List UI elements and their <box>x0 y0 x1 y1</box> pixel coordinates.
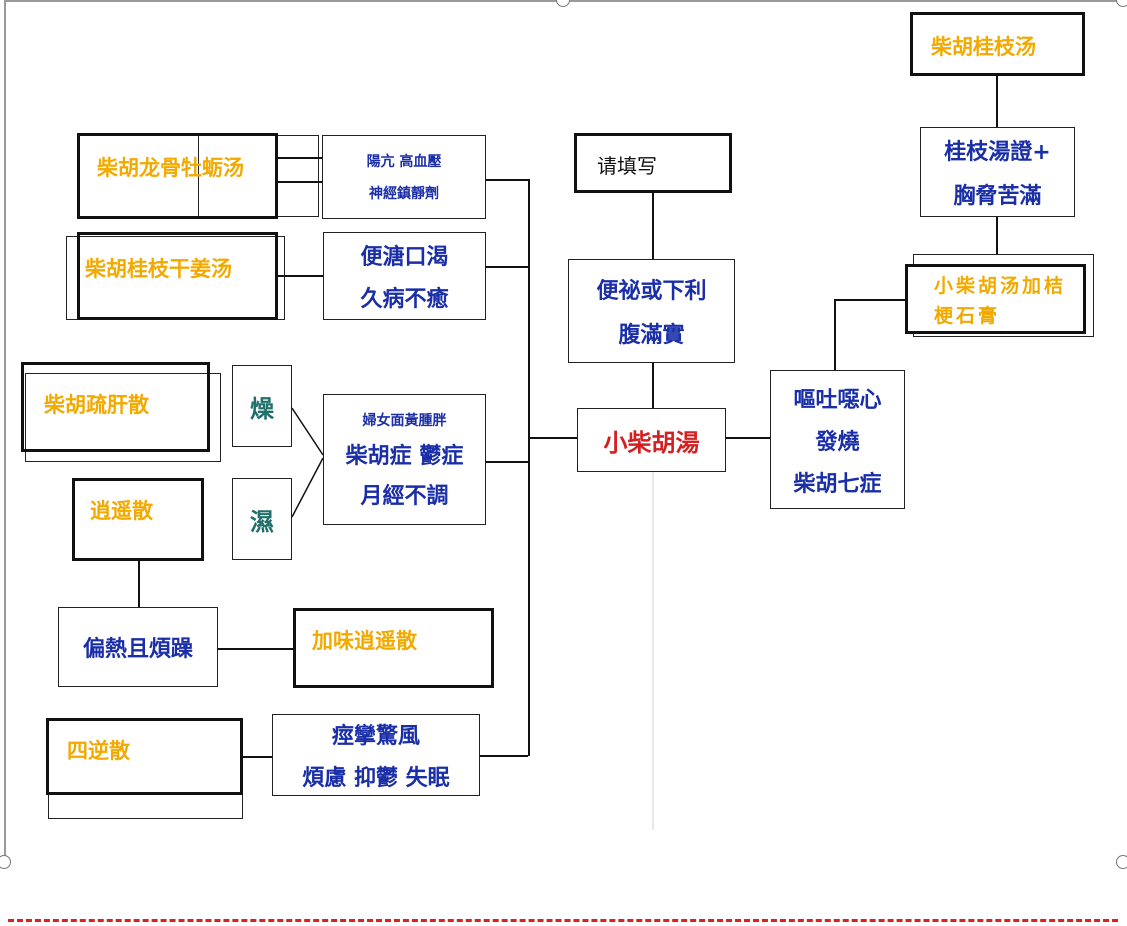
spasm-line-2: 煩慮 抑鬱 失眠 <box>302 766 450 791</box>
resize-handle-corner[interactable] <box>1116 0 1127 7</box>
connector-dry <box>291 407 324 456</box>
dry-label: 燥 <box>250 394 274 423</box>
connector <box>486 266 528 268</box>
connector <box>278 275 323 277</box>
connector <box>480 755 528 757</box>
formula-xiaoyao: 逍遥散 <box>90 499 153 523</box>
spasm-box[interactable]: 痙攣驚風 煩慮 抑鬱 失眠 <box>272 714 480 796</box>
yang-kang-line-2: 神經鎮靜劑 <box>369 186 439 202</box>
yang-kang-line-1: 陽亢 高血壓 <box>366 154 442 170</box>
connector <box>996 217 998 265</box>
constipation-line-1: 便祕或下利 <box>596 279 707 304</box>
vomit-box[interactable]: 嘔吐噁心 發燒 柴胡七症 <box>770 370 905 509</box>
formula-jiawei: 加味逍遥散 <box>312 629 417 653</box>
fill-in-label: 请填写 <box>597 154 657 178</box>
guizhi-symptom-line-2: 胸脅苦滿 <box>953 184 1042 209</box>
resize-handle-right[interactable] <box>1116 855 1127 869</box>
formula-guizhi-ganjiang: 柴胡桂枝干姜汤 <box>85 257 232 281</box>
center-node[interactable]: 小柴胡湯 <box>577 408 726 472</box>
connector <box>996 76 998 127</box>
constipation-line-2: 腹滿實 <box>618 323 685 348</box>
vomit-line-2: 發燒 <box>815 429 860 455</box>
connector <box>725 437 771 439</box>
connector <box>834 299 836 370</box>
formula-longgu: 柴胡龙骨牡蛎汤 <box>97 156 244 180</box>
connector <box>486 461 528 463</box>
faint-guide-line <box>652 470 654 830</box>
women-line-1: 婦女面黃腫胖 <box>362 412 447 429</box>
connector <box>652 363 654 408</box>
connector <box>486 179 528 181</box>
women-box[interactable]: 婦女面黃腫胖 柴胡症 鬱症 月經不調 <box>323 394 486 525</box>
formula-box-sini[interactable]: 四逆散 <box>46 718 243 795</box>
formula-shugan: 柴胡疏肝散 <box>44 393 149 417</box>
dry-box[interactable]: 燥 <box>232 365 292 447</box>
constipation-box[interactable]: 便祕或下利 腹滿實 <box>568 259 735 363</box>
formula-guizhi: 柴胡桂枝汤 <box>931 35 1036 59</box>
formula-box-jiawei[interactable]: 加味逍遥散 <box>293 608 494 688</box>
thirst-line-2: 久病不癒 <box>360 287 449 312</box>
formula-box-shugan-outline <box>25 373 221 462</box>
formula-jiegeng: 小柴胡汤加桔梗石膏 <box>934 275 1067 327</box>
connector <box>834 299 910 301</box>
formula-box-longgu[interactable]: 柴胡龙骨牡蛎汤 <box>77 133 278 219</box>
women-line-3: 月經不調 <box>360 483 449 509</box>
fill-in-box[interactable]: 请填写 <box>574 133 732 193</box>
women-line-2: 柴胡症 鬱症 <box>345 443 464 469</box>
vomit-line-1: 嘔吐噁心 <box>793 387 882 413</box>
connector <box>218 648 293 650</box>
connector <box>138 561 140 607</box>
page-left-edge <box>4 0 6 862</box>
yang-kang-box[interactable]: 陽亢 高血壓 神經鎮靜劑 <box>322 135 486 219</box>
guizhi-symptom-box[interactable]: 桂枝湯證+ 胸脅苦滿 <box>920 127 1075 217</box>
heat-label: 偏熱且煩躁 <box>82 637 193 662</box>
dashed-page-break <box>8 919 1118 922</box>
formula-sini: 四逆散 <box>67 739 130 763</box>
resize-handle-left[interactable] <box>0 855 11 869</box>
thirst-box[interactable]: 便溏口渴 久病不癒 <box>323 232 486 320</box>
formula-box-shugan[interactable]: 柴胡疏肝散 <box>21 362 210 452</box>
guizhi-symptom-line-1: 桂枝湯證+ <box>944 140 1051 165</box>
formula-box-guizhi-ganjiang[interactable]: 柴胡桂枝干姜汤 <box>77 232 278 320</box>
connector <box>278 181 322 183</box>
spasm-line-1: 痙攣驚風 <box>331 724 420 749</box>
formula-box-jiegeng[interactable]: 小柴胡汤加桔梗石膏 <box>905 264 1086 334</box>
vomit-line-3: 柴胡七症 <box>793 471 882 497</box>
formula-box-guizhi[interactable]: 柴胡桂枝汤 <box>910 12 1085 76</box>
connector-trunk <box>528 179 530 756</box>
connector <box>242 756 273 758</box>
connector <box>652 193 654 259</box>
connector <box>278 157 322 159</box>
center-label: 小柴胡湯 <box>603 428 700 457</box>
formula-box-xiaoyao[interactable]: 逍遥散 <box>72 478 204 561</box>
connector <box>528 437 578 439</box>
wet-box[interactable]: 濕 <box>232 478 292 560</box>
wet-label: 濕 <box>250 507 274 536</box>
heat-box[interactable]: 偏熱且煩躁 <box>58 607 218 687</box>
thirst-line-1: 便溏口渴 <box>360 245 449 270</box>
connector-wet <box>291 457 324 518</box>
